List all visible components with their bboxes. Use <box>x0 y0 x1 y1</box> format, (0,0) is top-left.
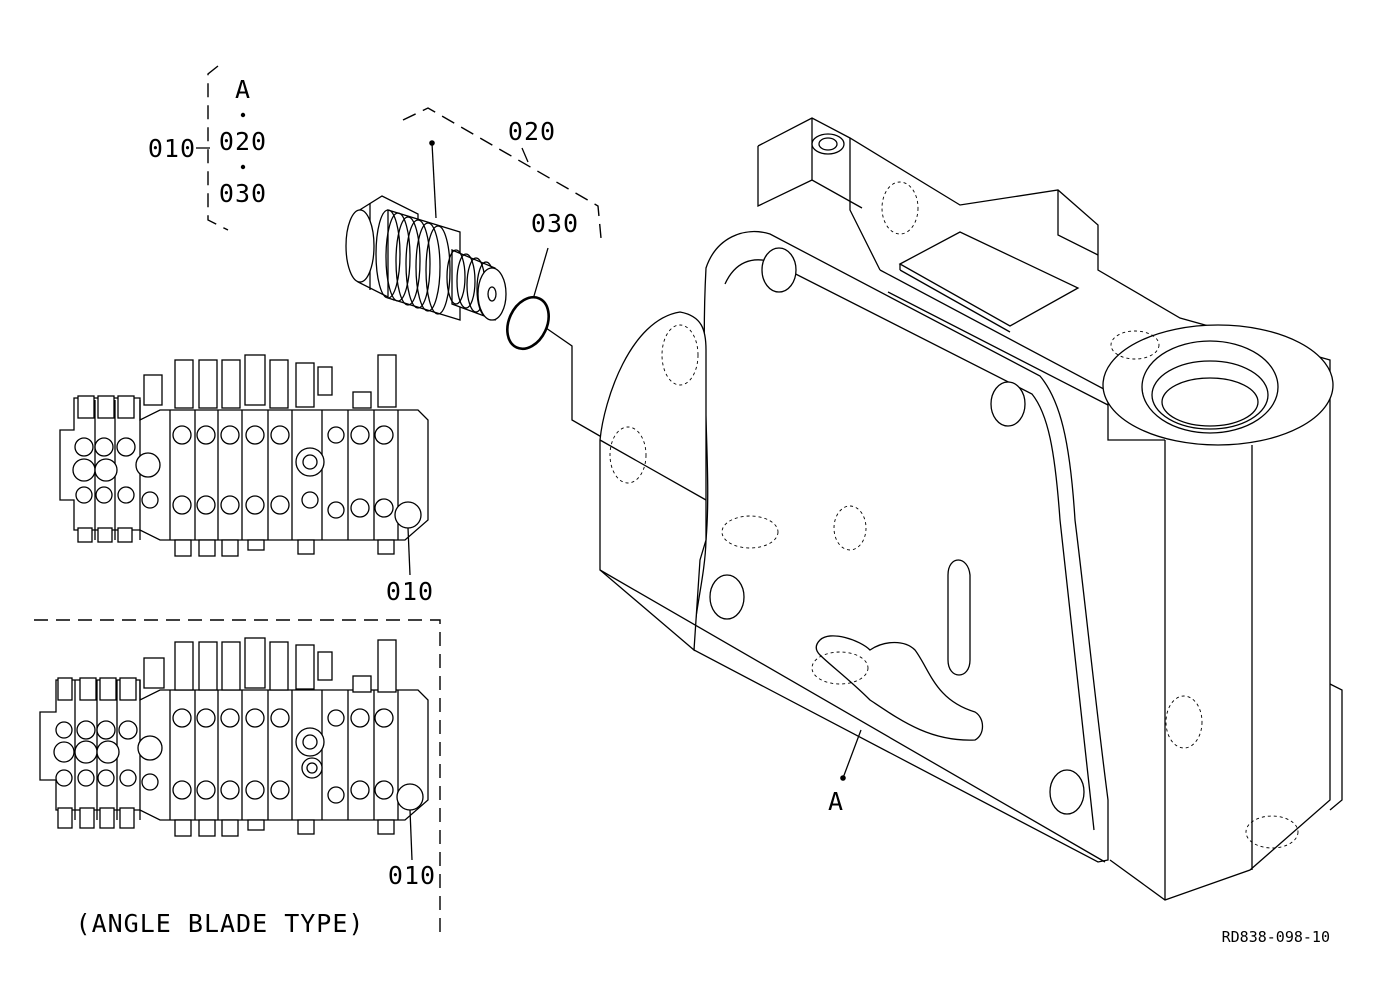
section-marker-a: A <box>828 787 844 816</box>
control-valve-bottom: 010 <box>39 637 436 890</box>
view-caption: (ANGLE BLADE TYPE) <box>76 909 365 938</box>
oring-callout-label: 030 <box>531 209 579 238</box>
legend-ref-010: 010 <box>148 134 196 163</box>
legend-item-020: 020 <box>219 127 267 156</box>
oring-030: 030 <box>506 209 613 444</box>
angle-blade-frame: (ANGLE BLADE TYPE) <box>34 619 441 940</box>
valve-callout-bottom: 010 <box>388 861 436 890</box>
drawing-number: RD838-098-10 <box>1222 928 1330 946</box>
plug-callout-label: 020 <box>508 117 556 146</box>
valve-housing: A <box>599 117 1343 901</box>
legend-title: A <box>235 75 251 104</box>
group-legend: A 010 020 030 <box>148 65 267 231</box>
legend-item-030: 030 <box>219 179 267 208</box>
plug-020: 020 <box>345 107 602 321</box>
control-valve-top: 010 <box>59 354 434 606</box>
valve-callout-top: 010 <box>386 577 434 606</box>
